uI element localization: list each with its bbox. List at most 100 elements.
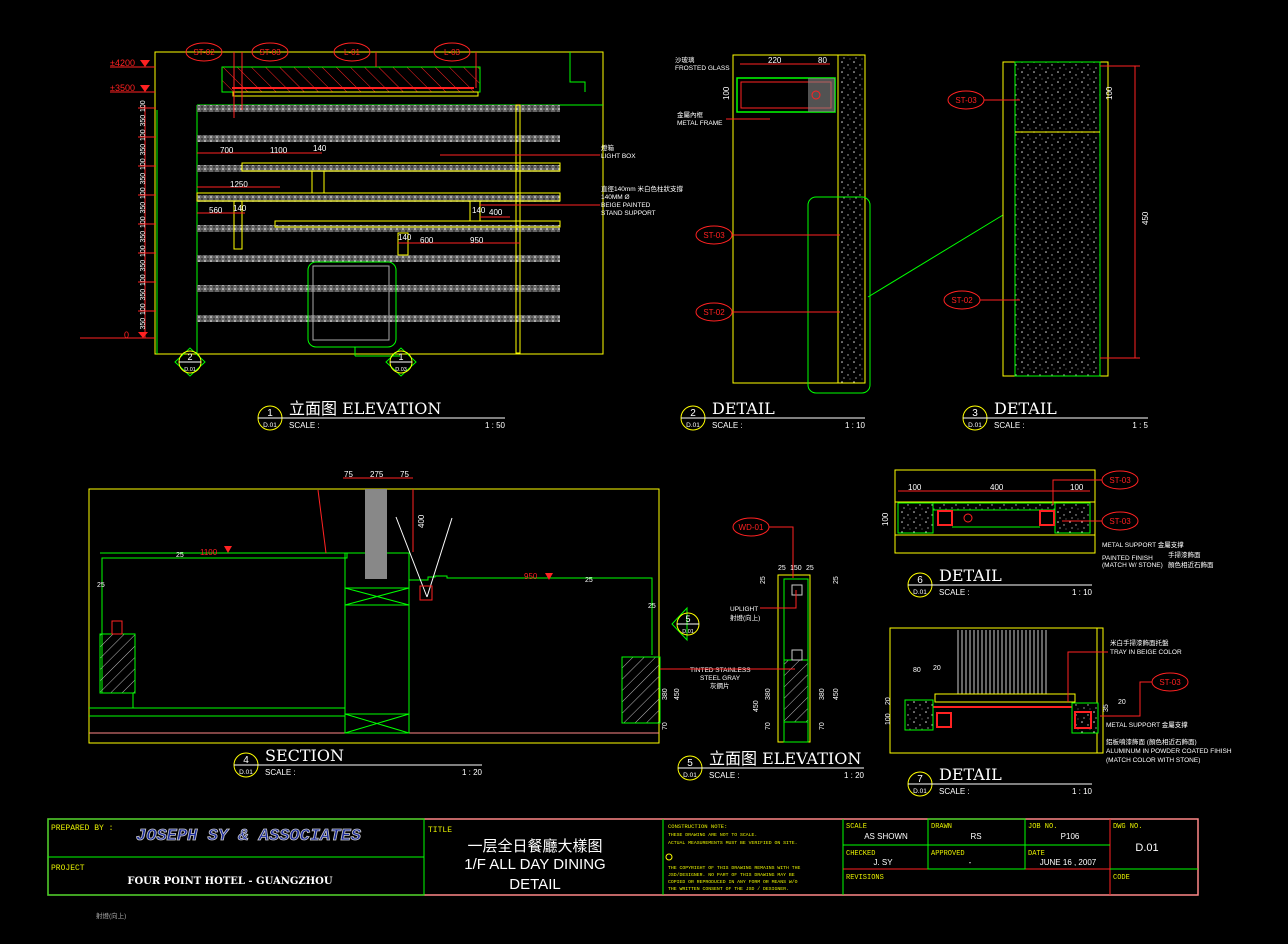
note: LIGHT BOX bbox=[601, 153, 636, 160]
section-marker-5[interactable]: 5 D.01 bbox=[671, 606, 700, 642]
dim-label: 100 bbox=[885, 713, 892, 725]
dim-label: 25 bbox=[760, 576, 767, 584]
detail-6-view: 100 400 100 100 ST-03 ST-03 METAL SUPPOR… bbox=[881, 469, 1214, 569]
dim-label: 350 bbox=[140, 260, 147, 272]
view-number: 3 bbox=[972, 408, 978, 419]
view-number: 1 bbox=[267, 408, 273, 419]
level-marker-icon bbox=[138, 332, 148, 338]
note: 顏色相近石飾面 bbox=[1168, 560, 1214, 569]
scale-label: SCALE : bbox=[939, 588, 970, 597]
note: 鋁板噴漆飾面 (顏色相近石飾面) bbox=[1106, 737, 1197, 746]
elevation-5-view: WD-01 25 150 25 25 25 380 450 70 380 450… bbox=[660, 517, 840, 743]
dim-label: 700 bbox=[220, 146, 234, 155]
dim-label: 350 bbox=[140, 318, 147, 330]
view-title: SECTION bbox=[265, 746, 344, 765]
level-label: 1100 bbox=[200, 548, 218, 557]
material-tag: ST-02 bbox=[193, 48, 215, 57]
dim-label: 25 bbox=[97, 582, 105, 589]
view-title: DETAIL bbox=[994, 399, 1057, 418]
note: METAL SUPPORT 金屬支撑 bbox=[1106, 720, 1188, 729]
dim-label: 100 bbox=[908, 483, 922, 492]
scale-label: SCALE : bbox=[265, 768, 296, 777]
dim-label: 100 bbox=[722, 86, 731, 100]
dim-label: 100 bbox=[140, 216, 147, 228]
detail-7-view: 80 20 20 100 20 35 ST-03 米白手掃漆飾面托盤 TRAY … bbox=[885, 627, 1232, 764]
construction-note-label: CONSTRUCTION NOTE: bbox=[668, 823, 727, 830]
dim-label: 100 bbox=[140, 274, 147, 286]
note: 直徑140mm 米白色柱狀支撐 bbox=[601, 184, 683, 193]
scale-label: SCALE : bbox=[709, 771, 740, 780]
note: JSD/DESIGNER. NO PART OF THIS DRAWING MA… bbox=[668, 872, 795, 878]
project-name: FOUR POINT HOTEL - GUANGZHOU bbox=[127, 876, 333, 887]
copyright-icon bbox=[665, 853, 673, 861]
dim-label: 25 bbox=[833, 576, 840, 584]
dim-label: 25 bbox=[648, 603, 656, 610]
dwg-value: D.01 bbox=[1135, 842, 1158, 854]
note: FROSTED GLASS bbox=[675, 65, 730, 72]
section-view: 75 275 75 400 1100 25 25 950 25 25 380 4… bbox=[88, 470, 700, 744]
note: THE WRITTEN CONSENT OF THE JSD / DESIGNE… bbox=[668, 886, 789, 892]
dim-label: 100 bbox=[881, 512, 890, 526]
note: METAL FRAME bbox=[677, 120, 723, 127]
section-marker-1[interactable]: 1 D.03 bbox=[385, 347, 417, 377]
elevation-view: ±4200 ±3500 0 ST-02 ST-03 L-01 L-03 bbox=[80, 42, 683, 377]
note: COPIED OR REPRODUCED IN ANY FORM OR MEAN… bbox=[668, 879, 798, 885]
dim-label: 400 bbox=[990, 483, 1004, 492]
drawing-title-cn: 一层全日餐廳大樣图 bbox=[467, 837, 602, 855]
note: 射燈(向上) bbox=[730, 613, 760, 622]
view-sheet: D.01 bbox=[913, 589, 927, 596]
dim-label: 100 bbox=[140, 158, 147, 170]
title-label: TITLE bbox=[428, 826, 452, 835]
approved-label: APPROVED bbox=[931, 850, 965, 858]
stone-band bbox=[197, 135, 560, 142]
note: UPLIGHT bbox=[730, 606, 758, 613]
dim-label: 350 bbox=[140, 144, 147, 156]
note: TINTED STAINLESS bbox=[690, 667, 751, 674]
dim-label: 25 bbox=[806, 565, 814, 572]
stone-band bbox=[197, 285, 560, 292]
tray-fins bbox=[957, 630, 1047, 694]
elevation-frame bbox=[154, 51, 604, 355]
level-label: ±4200 bbox=[110, 58, 135, 68]
view-title: 立面图 ELEVATION bbox=[709, 749, 861, 768]
dim-label: 150 bbox=[790, 565, 802, 572]
view-number: 4 bbox=[243, 755, 249, 766]
marker-sheet: D.01 bbox=[184, 367, 196, 373]
marker-number: 2 bbox=[187, 352, 192, 362]
dim-label: 70 bbox=[765, 722, 772, 730]
detail-3-view: 100 450 ST-03 ST-02 bbox=[943, 61, 1150, 377]
view-number: 7 bbox=[917, 774, 923, 785]
dim-label: 140 bbox=[233, 204, 247, 213]
note: 140MM Ø bbox=[601, 194, 630, 201]
note: STAND SUPPORT bbox=[601, 210, 656, 217]
dim-label: 100 bbox=[1070, 483, 1084, 492]
dim-label: 140 bbox=[472, 206, 486, 215]
curtain-shape bbox=[365, 489, 387, 579]
material-tag: ST-02 bbox=[951, 296, 973, 305]
dim-label: 100 bbox=[1105, 86, 1114, 100]
section-marker-2[interactable]: 2 D.01 bbox=[174, 347, 206, 377]
scale-value: 1 : 5 bbox=[1132, 421, 1148, 430]
dim-label: 80 bbox=[913, 667, 921, 674]
dim-label: 20 bbox=[1118, 699, 1126, 706]
material-tag: L-01 bbox=[344, 48, 361, 57]
stone-bands bbox=[197, 105, 560, 322]
dim-label: 100 bbox=[140, 187, 147, 199]
dim-label: 100 bbox=[140, 303, 147, 315]
date-label: DATE bbox=[1028, 850, 1045, 858]
prepared-by-label: PREPARED BY : bbox=[51, 824, 113, 833]
level-marker-icon bbox=[140, 60, 150, 67]
dim-label: 450 bbox=[674, 688, 681, 700]
scale-label: SCALE : bbox=[994, 421, 1025, 430]
marker-sheet: D.01 bbox=[682, 629, 694, 635]
title-block: PREPARED BY : JOSEPH SY & ASSOCIATES PRO… bbox=[47, 818, 1199, 896]
dim-label: 1250 bbox=[230, 180, 248, 189]
stone-band bbox=[197, 105, 560, 112]
